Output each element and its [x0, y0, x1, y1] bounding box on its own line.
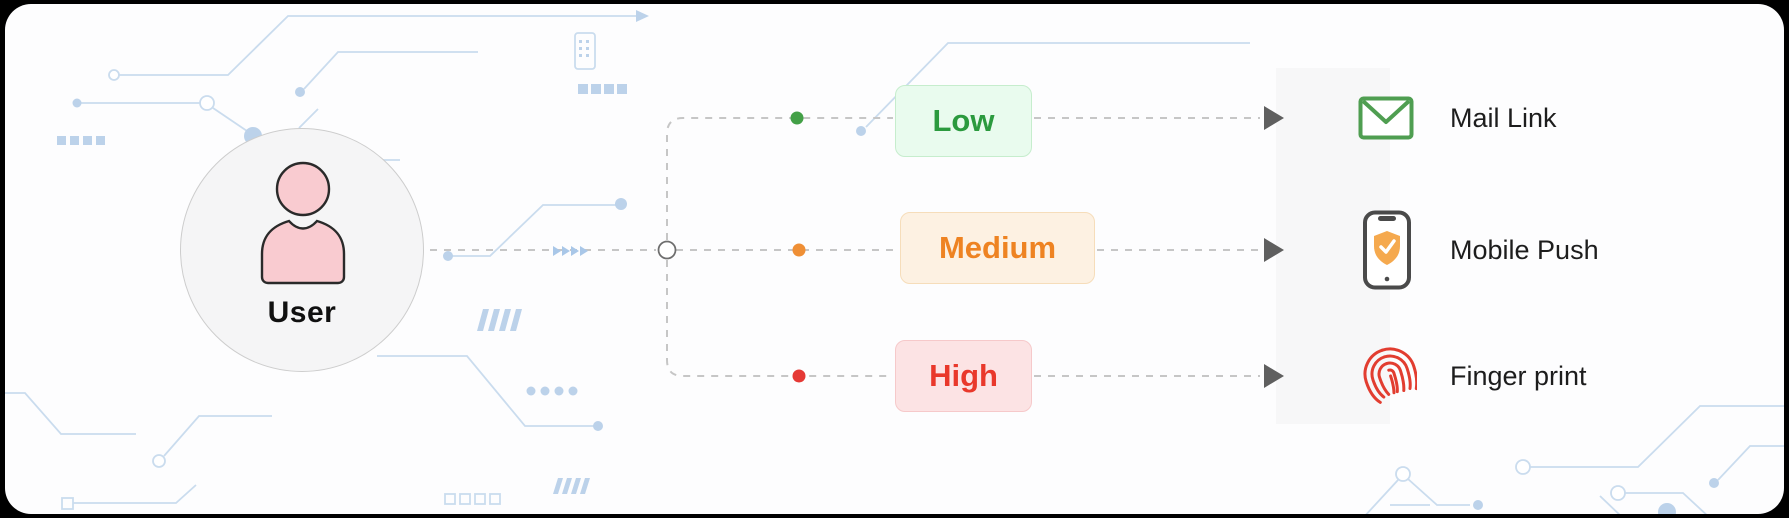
risk-badge-low-label: Low: [932, 103, 995, 138]
user-node: User: [180, 128, 424, 372]
method-label-finger-print: Finger print: [1450, 361, 1587, 391]
risk-badge-medium: Medium: [900, 212, 1095, 284]
mobile-shield-icon: [1363, 210, 1411, 290]
risk-badge-medium-label: Medium: [938, 230, 1057, 265]
flow-chevrons-icon: [553, 246, 588, 256]
arrowhead-high-icon: [1264, 364, 1284, 388]
connector-branch-high: [666, 260, 893, 377]
user-icon: [260, 161, 346, 285]
building-icon: [574, 32, 596, 70]
arrowhead-low-icon: [1264, 106, 1284, 130]
risk-badge-high: High: [895, 340, 1032, 412]
method-label-mobile-push: Mobile Push: [1450, 235, 1599, 265]
connector-lines: [430, 106, 1284, 388]
mail-icon: [1358, 96, 1414, 140]
diagram-card: User Low Medium High Mail Link: [5, 4, 1784, 514]
connector-branch-low: [666, 117, 893, 240]
arrowhead-medium-icon: [1264, 238, 1284, 262]
low-dot-icon: [790, 111, 804, 125]
risk-badge-low: Low: [895, 85, 1032, 157]
branch-node-circle: [657, 240, 677, 260]
high-dot-icon: [792, 369, 806, 383]
circuit-background: [5, 10, 1784, 514]
risk-badge-high-label: High: [929, 358, 998, 393]
method-label-mail-link: Mail Link: [1450, 103, 1557, 133]
user-node-label: User: [267, 296, 337, 329]
fingerprint-icon: [1363, 347, 1417, 404]
medium-dot-icon: [792, 243, 806, 257]
